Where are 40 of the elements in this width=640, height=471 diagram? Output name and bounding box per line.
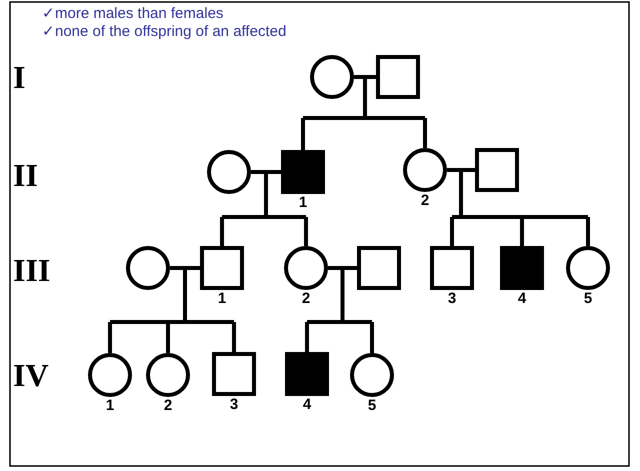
individual-number: 2: [420, 192, 430, 210]
note-text: ✓more males than females: [42, 5, 224, 23]
generation-numeral: III: [13, 253, 50, 287]
mating-line: [170, 266, 185, 270]
descent-line: [370, 322, 374, 353]
individual-number: 2: [162, 397, 174, 415]
descent-line: [304, 217, 308, 246]
descent-line: [423, 118, 427, 148]
individual-number: 4: [302, 396, 312, 414]
individual-number: 2: [300, 290, 312, 308]
descent-line: [220, 217, 224, 246]
individual-number: 5: [366, 397, 378, 415]
descent-line: [305, 322, 309, 352]
generation-numeral: II: [13, 158, 38, 192]
descent-line: [520, 217, 524, 246]
mating-line: [447, 168, 461, 172]
mating-line: [365, 75, 376, 79]
generation-numeral: I: [13, 60, 26, 94]
mating-line: [328, 266, 342, 270]
individual-number: 3: [228, 396, 240, 414]
individual-number: 1: [216, 290, 228, 308]
individual-number: 1: [298, 194, 308, 212]
individual-number: 4: [516, 290, 528, 308]
descent-line: [232, 322, 236, 352]
mating-line: [461, 168, 475, 172]
mating-line: [342, 266, 357, 270]
descent-line: [166, 322, 170, 353]
individual-number: 5: [582, 290, 594, 308]
mating-line: [185, 266, 200, 270]
descent-line: [108, 322, 112, 353]
descent-line: [450, 217, 454, 246]
mating-line: [354, 75, 365, 79]
mating-line: [251, 170, 266, 174]
mating-line: [266, 170, 281, 174]
individual-number: 3: [446, 290, 458, 308]
individual-number: 1: [104, 397, 116, 415]
descent-line: [301, 118, 305, 150]
note-text: ✓none of the offspring of an affected: [42, 23, 286, 41]
descent-line: [586, 217, 590, 246]
generation-numeral: IV: [13, 358, 49, 392]
